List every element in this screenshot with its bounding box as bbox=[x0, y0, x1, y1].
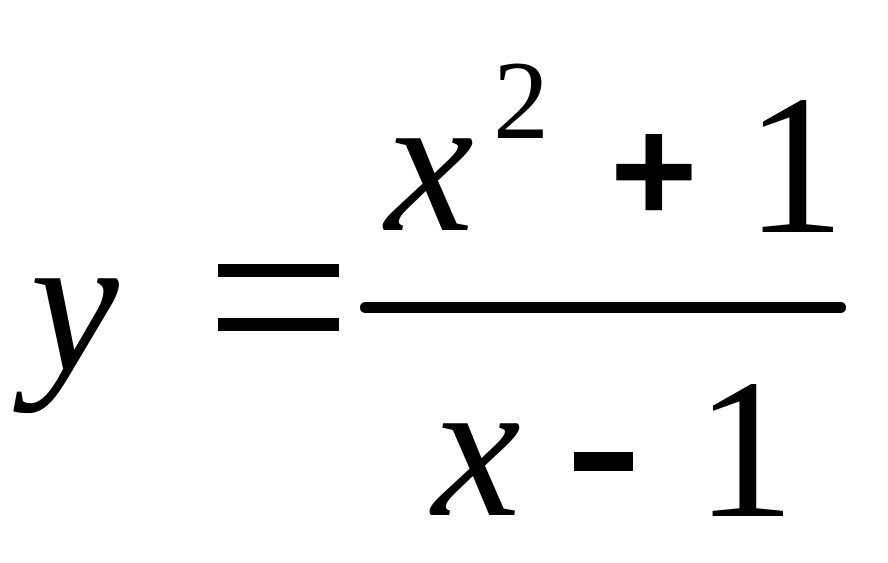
numerator-exponent: 2 bbox=[493, 39, 549, 163]
numerator: x 2 + 1 bbox=[382, 39, 845, 276]
denominator: x - 1 bbox=[429, 338, 795, 560]
fraction-bar bbox=[360, 302, 846, 313]
denominator-minus-operator: - bbox=[574, 452, 633, 471]
lhs-variable-y: y bbox=[13, 193, 119, 414]
denominator-constant: 1 bbox=[695, 339, 795, 560]
equals-bar-bottom bbox=[218, 318, 339, 331]
denominator-variable-x: x bbox=[429, 338, 521, 559]
equals-bar-top bbox=[218, 264, 339, 277]
numerator-constant: 1 bbox=[745, 55, 845, 276]
equals-sign bbox=[218, 264, 339, 331]
numerator-variable-x: x bbox=[382, 53, 474, 274]
numerator-plus-operator: + bbox=[610, 86, 698, 254]
